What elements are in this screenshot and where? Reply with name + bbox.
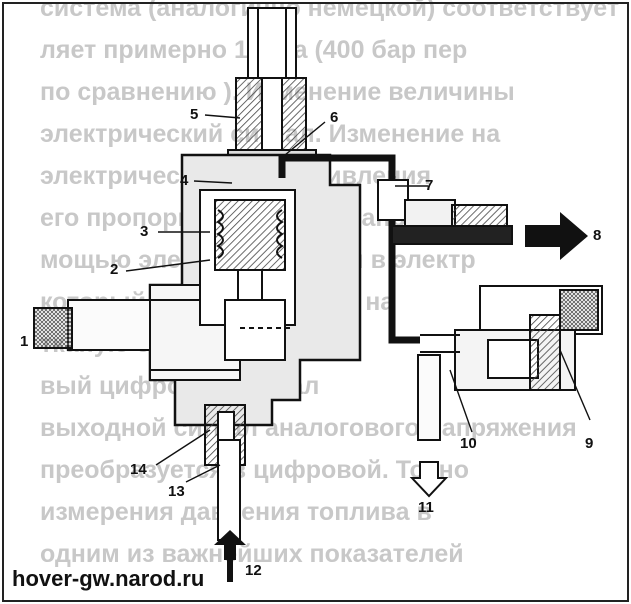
outlet-arrow bbox=[525, 212, 588, 260]
callout-9: 9 bbox=[585, 435, 594, 452]
callout-13: 13 bbox=[168, 483, 185, 500]
callout-4: 4 bbox=[180, 172, 189, 189]
relief-valve-assembly bbox=[227, 7, 317, 171]
return-arrow bbox=[409, 461, 449, 498]
return-pipe bbox=[417, 354, 441, 441]
site-credit: hover-gw.narod.ru bbox=[12, 566, 205, 591]
background-text-line: выходной сигнал аналогового напряжения bbox=[40, 414, 577, 442]
callout-14: 14 bbox=[130, 461, 147, 478]
background-text-line: преобразуется в цифровой. Точно bbox=[40, 456, 470, 484]
callout-3: 3 bbox=[140, 223, 149, 240]
background-text-line: одним из важнейших показателей bbox=[40, 540, 464, 568]
inlet-arrow bbox=[214, 530, 246, 560]
pressure-sensor bbox=[420, 285, 603, 391]
callout-2: 2 bbox=[110, 261, 119, 278]
callout-6: 6 bbox=[330, 109, 339, 126]
callout-5: 5 bbox=[190, 106, 199, 123]
inlet-fitting bbox=[204, 404, 246, 541]
callout-10: 10 bbox=[460, 435, 477, 452]
background-text-line: система (аналогично немецкой) соответств… bbox=[40, 0, 620, 22]
outlet-fitting bbox=[377, 179, 513, 245]
leader-lines bbox=[125, 114, 591, 483]
callout-12: 12 bbox=[245, 562, 262, 579]
callout-8: 8 bbox=[593, 227, 602, 244]
callout-7: 7 bbox=[425, 177, 434, 194]
plunger-chamber bbox=[199, 189, 296, 361]
callout-1: 1 bbox=[20, 333, 29, 350]
callout-11: 11 bbox=[418, 499, 434, 516]
